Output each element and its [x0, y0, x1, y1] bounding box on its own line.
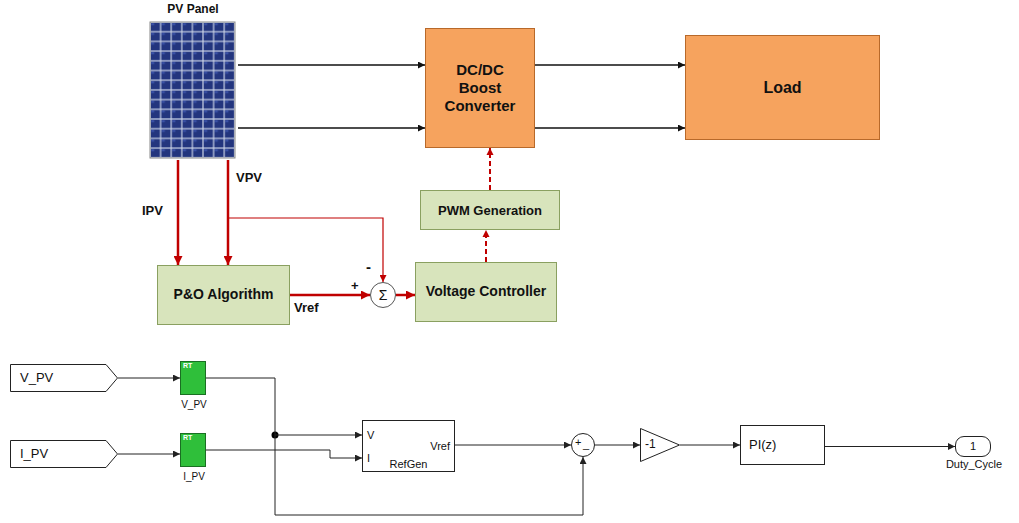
node-text: Σ [379, 288, 388, 302]
connector [290, 294, 370, 297]
signal-label: VPV [236, 170, 262, 185]
connector [227, 160, 230, 265]
input-port: I_PV [10, 440, 118, 468]
pv-panel: PV Panel [148, 2, 238, 160]
connector [825, 446, 955, 447]
node-text: I_PV [20, 446, 48, 461]
node-text: RT [183, 434, 192, 441]
sign-label: - [366, 258, 371, 275]
node-text: V [367, 429, 374, 441]
node-text: Vref [430, 440, 450, 452]
input-port: V_PV [10, 364, 118, 392]
connector [206, 378, 362, 435]
connector [206, 450, 362, 458]
node-text: PWM Generation [438, 203, 542, 218]
node-text: RefGen [363, 458, 454, 470]
node-text: Voltage Controller [426, 283, 546, 301]
node-text: PV Panel [142, 2, 244, 16]
connector [595, 445, 640, 446]
connector [535, 64, 685, 66]
rate-transition-block: RTV_PV [180, 361, 206, 395]
connector [680, 445, 740, 446]
connector [238, 127, 425, 129]
sum-block: +_ [571, 433, 595, 457]
summing-junction: Σ [370, 282, 396, 308]
connector [118, 378, 180, 379]
node-text: DC/DC Boost Converter [440, 61, 520, 115]
output-port: 1Duty_Cycle [955, 436, 991, 457]
pv-panel-frame [150, 22, 235, 158]
node-text: RT [183, 362, 192, 369]
converter-box: DC/DC Boost Converter [425, 28, 535, 148]
controller-box: Voltage Controller [415, 262, 557, 322]
node-text: P&O Algorithm [174, 286, 274, 304]
load-box: Load [685, 35, 880, 140]
connector [238, 64, 425, 66]
node-text: _ [583, 439, 589, 450]
pv-panel-cells [151, 23, 234, 157]
signal-label: Vref [294, 300, 319, 315]
connector [118, 454, 180, 455]
node-text: I [367, 452, 370, 464]
signal-label: IPV [142, 203, 163, 218]
gain-block: -1 [640, 428, 680, 462]
connector [396, 294, 415, 297]
node-text: + [575, 437, 581, 448]
node-text: V_PV [167, 399, 221, 410]
node-text: PI(z) [749, 437, 776, 452]
pv-panel-illustration [150, 22, 235, 158]
node-text: I_PV [167, 471, 221, 482]
matlab-function-block: VI VrefRefGen [362, 420, 455, 472]
node-text: -1 [645, 437, 656, 451]
process-box: PWM Generation [420, 190, 560, 230]
node-text: Load [763, 79, 801, 97]
node-text: Duty_Cycle [938, 458, 1010, 470]
rate-transition-block: RTI_PV [180, 433, 206, 467]
sign-label: + [351, 278, 359, 293]
input-port-shape [11, 441, 118, 468]
input-port-shape [11, 365, 118, 392]
gain-block-shape [641, 429, 680, 462]
connector [535, 127, 685, 129]
connector [177, 160, 180, 265]
connector [455, 445, 571, 446]
node-text: 1 [970, 441, 976, 452]
process-box: P&O Algorithm [157, 265, 290, 325]
connector [485, 230, 487, 262]
pi-controller-block: PI(z) [740, 425, 825, 465]
connector [489, 148, 491, 190]
node-text: V_PV [20, 370, 53, 385]
